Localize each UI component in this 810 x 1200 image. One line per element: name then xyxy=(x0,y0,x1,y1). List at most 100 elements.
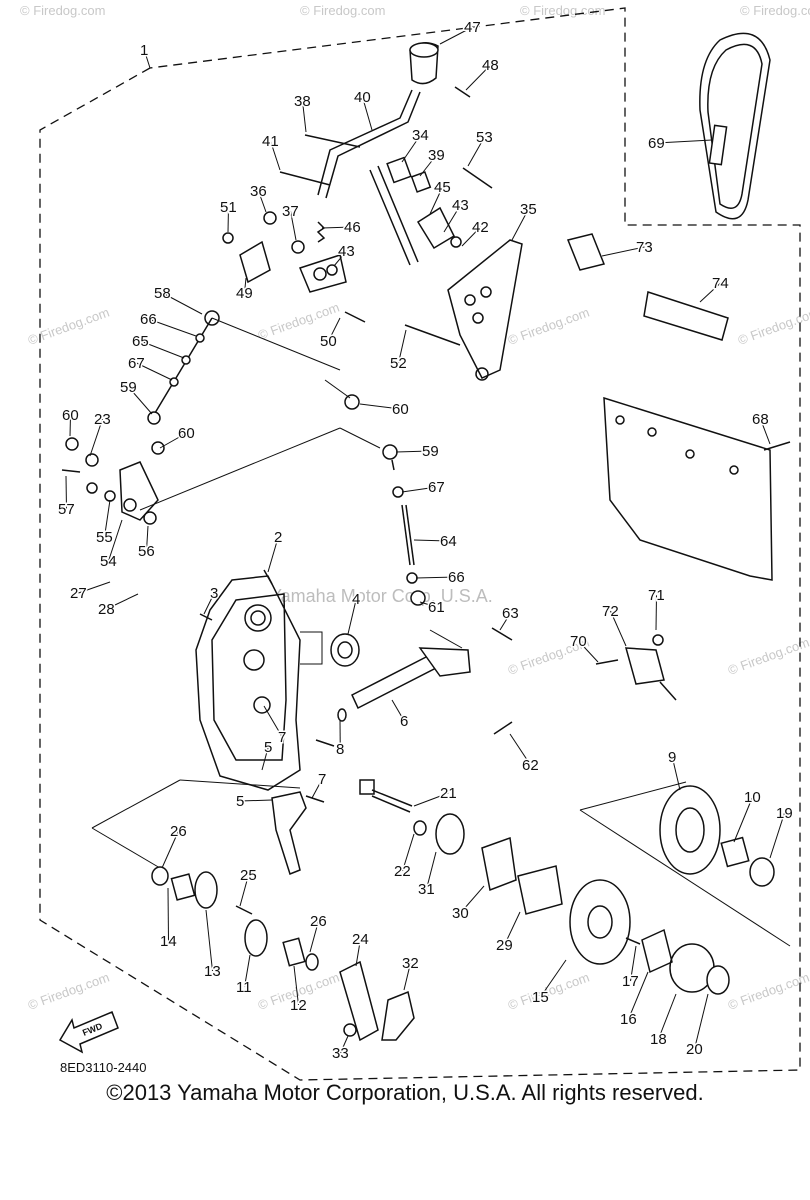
sensor-72 xyxy=(595,634,677,701)
part-label-50: 50 xyxy=(320,333,337,350)
part-label-7: 7 xyxy=(318,771,326,788)
part-label-17: 17 xyxy=(622,973,639,990)
part-label-57: 57 xyxy=(58,501,75,518)
leader-line-28 xyxy=(106,593,139,610)
leader-line-65 xyxy=(140,340,185,359)
leader-line-30 xyxy=(460,885,485,914)
part-label-36: 36 xyxy=(250,183,267,200)
part-label-2: 2 xyxy=(274,529,282,546)
part-label-53: 53 xyxy=(476,129,493,146)
part-label-1: 1 xyxy=(140,42,148,59)
leader-line-53 xyxy=(467,136,485,167)
right-clutch-stack xyxy=(413,781,791,995)
watermark-14: © Firedog.com xyxy=(726,969,810,1012)
leader-line-1 xyxy=(143,49,151,69)
part-label-73: 73 xyxy=(636,239,653,256)
part-label-42: 42 xyxy=(472,219,489,236)
leader-line-49 xyxy=(244,277,247,294)
leader-line-18 xyxy=(658,993,677,1040)
part-label-43: 43 xyxy=(338,243,355,260)
leader-line-4 xyxy=(347,598,357,635)
leader-line-45 xyxy=(429,186,443,215)
part-label-21: 21 xyxy=(440,785,457,802)
part-label-51: 51 xyxy=(220,199,237,216)
leader-line-5 xyxy=(261,746,269,771)
leader-line-48 xyxy=(465,64,491,91)
part-label-15: 15 xyxy=(532,989,549,1006)
leader-line-7 xyxy=(263,705,283,738)
part-label-35: 35 xyxy=(520,201,537,218)
part-label-19: 19 xyxy=(776,805,793,822)
watermark-8: © Firedog.com xyxy=(736,304,810,347)
part-label-28: 28 xyxy=(98,601,115,618)
leader-line-59 xyxy=(128,386,153,415)
leader-line-37 xyxy=(290,210,297,241)
shift-arm-6 xyxy=(351,627,513,735)
leader-line-19 xyxy=(769,812,785,859)
part-label-66: 66 xyxy=(448,569,465,586)
part-label-65: 65 xyxy=(132,333,149,350)
part-label-46: 46 xyxy=(344,219,361,236)
leader-line-61 xyxy=(419,601,437,608)
part-label-4: 4 xyxy=(352,591,360,608)
part-label-29: 29 xyxy=(496,937,513,954)
leader-line-39 xyxy=(419,154,437,177)
leader-line-52 xyxy=(398,329,407,364)
part-label-70: 70 xyxy=(570,633,587,650)
leader-line-63 xyxy=(499,612,511,631)
leader-line-29 xyxy=(504,911,521,946)
shift-fork-5 xyxy=(271,791,325,875)
watermark-4: © Firedog.com xyxy=(740,3,810,18)
leader-line-9 xyxy=(671,756,681,791)
leader-line-36 xyxy=(258,190,267,213)
part-label-43: 43 xyxy=(452,197,469,214)
part-label-14: 14 xyxy=(160,933,177,950)
part-label-41: 41 xyxy=(262,133,279,150)
part-label-30: 30 xyxy=(452,905,469,922)
leader-line-17 xyxy=(630,945,637,982)
part-label-12: 12 xyxy=(290,997,307,1014)
part-label-54: 54 xyxy=(100,553,117,570)
leader-line-27 xyxy=(78,581,111,594)
bracket-32 xyxy=(381,990,415,1041)
right-rod-linkage xyxy=(382,444,426,606)
watermark-2: © Firedog.com xyxy=(300,3,385,18)
part-label-20: 20 xyxy=(686,1041,703,1058)
leader-line-71 xyxy=(655,594,657,631)
leader-line-72 xyxy=(610,610,627,647)
diagram-code: 8ED3110-2440 xyxy=(60,1060,147,1075)
part-label-66: 66 xyxy=(140,311,157,328)
mount-plate xyxy=(447,239,523,379)
watermark-1: © Firedog.com xyxy=(20,3,105,18)
part-label-60: 60 xyxy=(178,425,195,442)
leader-line-67 xyxy=(401,486,437,493)
part-label-74: 74 xyxy=(712,275,729,292)
watermark-company: Yamaha Motor Corp. U.S.A. xyxy=(270,586,493,606)
part-label-27: 27 xyxy=(70,585,87,602)
part-label-60: 60 xyxy=(62,407,79,424)
leader-line-42 xyxy=(461,226,481,247)
leader-line-66 xyxy=(148,318,197,337)
leader-line-15 xyxy=(540,959,567,998)
part-label-71: 71 xyxy=(648,587,665,604)
part-label-69: 69 xyxy=(648,135,665,152)
bearing-4 xyxy=(300,631,360,667)
part-label-26: 26 xyxy=(310,913,327,930)
part-label-9: 9 xyxy=(668,749,676,766)
decal-73 xyxy=(566,233,606,271)
leader-line-6 xyxy=(391,699,405,722)
part-label-11: 11 xyxy=(236,979,252,996)
part-label-49: 49 xyxy=(236,285,253,302)
lever-54-cluster xyxy=(61,427,381,525)
leader-line-35 xyxy=(511,208,529,241)
leader-line-62 xyxy=(509,733,531,766)
left-gear-stack xyxy=(91,779,415,1042)
part-label-45: 45 xyxy=(434,179,451,196)
leader-line-24 xyxy=(355,938,361,967)
part-label-18: 18 xyxy=(650,1031,667,1048)
watermark-11: © Firedog.com xyxy=(26,969,111,1012)
leader-line-40 xyxy=(362,96,373,131)
leader-line-74 xyxy=(699,282,721,303)
part-label-37: 37 xyxy=(282,203,299,220)
